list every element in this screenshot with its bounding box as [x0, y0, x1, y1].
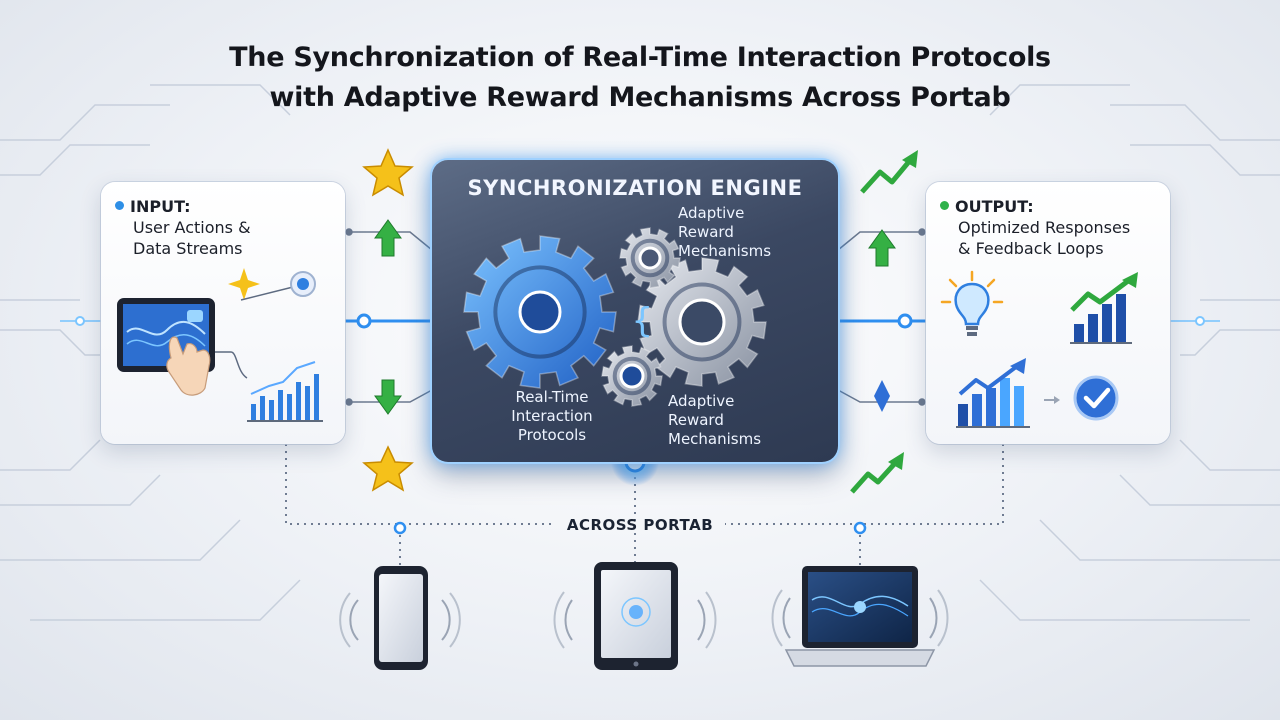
synchronization-engine-panel: SYNCHRONIZATION ENGINE Adaptive Reward M… — [432, 160, 838, 462]
arrow-up-icon-right — [868, 229, 896, 267]
growth-chart-icon — [1070, 272, 1138, 344]
output-label: OUTPUT: — [955, 197, 1034, 216]
small-bottom-gear-icon — [601, 345, 663, 407]
engine-label-bottom-right-line-1: Adaptive — [668, 392, 735, 410]
input-card-header: INPUT: User Actions & Data Streams — [115, 196, 251, 259]
lightbulb-icon — [940, 270, 1004, 336]
checkmark-icon — [1073, 375, 1119, 421]
engine-label-top-right-line-2: Reward — [678, 223, 734, 241]
small-arrow-icon — [1044, 396, 1060, 404]
engine-label-top-right-line-1: Adaptive — [678, 204, 745, 222]
engine-label-bottom-left-line-1: Real-Time — [515, 388, 589, 406]
sync-bracket-icon: { — [632, 301, 652, 341]
sparkle-icon — [228, 268, 260, 300]
input-line-1: User Actions & — [133, 218, 251, 237]
diamond-icon — [874, 380, 890, 412]
input-connectors — [345, 228, 433, 406]
circuit-traces-right — [979, 84, 1280, 621]
small-top-gear-icon — [619, 227, 681, 289]
across-portab-label: ACROSS PORTAB — [566, 516, 714, 534]
engine-title: SYNCHRONIZATION ENGINE — [467, 176, 803, 200]
arrow-up-icon — [374, 219, 402, 257]
engine-label-bottom-left-line-2: Interaction — [511, 407, 593, 425]
node-icon — [240, 271, 316, 301]
trend-arrow-icon-bottom — [850, 452, 904, 494]
title-line-2: with Adaptive Reward Mechanisms Across P… — [269, 82, 1011, 113]
title-line-1: The Synchronization of Real-Time Interac… — [229, 42, 1051, 73]
engine-label-top-right-line-3: Mechanisms — [678, 242, 772, 260]
output-dot-icon — [940, 201, 949, 210]
output-card-header: OUTPUT: Optimized Responses & Feedback L… — [940, 196, 1130, 259]
output-card: OUTPUT: Optimized Responses & Feedback L… — [926, 182, 1170, 444]
input-line-2: Data Streams — [133, 239, 243, 258]
output-line-2: & Feedback Loops — [958, 239, 1104, 258]
tablet-touch-icon — [117, 298, 215, 396]
input-label: INPUT: — [130, 197, 191, 216]
input-card: INPUT: User Actions & Data Streams — [101, 182, 345, 444]
page-title: The Synchronization of Real-Time Interac… — [0, 38, 1280, 118]
big-blue-gear-icon — [463, 235, 617, 389]
grey-gear-icon — [637, 257, 767, 387]
gears-illustration: { — [463, 227, 767, 407]
input-card-illustration — [117, 268, 323, 422]
output-line-1: Optimized Responses — [958, 218, 1131, 237]
card-link-line — [215, 351, 248, 379]
output-card-illustration — [940, 270, 1138, 428]
star-icon-bottom — [362, 445, 414, 492]
arrow-down-icon — [374, 379, 402, 415]
engine-label-bottom-left: Real-Time Interaction Protocols — [482, 388, 622, 445]
device-connector-nodes — [393, 521, 867, 535]
engine-label-bottom-right-line-2: Reward — [668, 411, 724, 429]
tablet-icon — [553, 562, 717, 670]
smartphone-icon — [339, 566, 461, 670]
engine-label-top-right: Adaptive Reward Mechanisms — [678, 204, 818, 261]
input-dot-icon — [115, 201, 124, 210]
chart-bars-icon — [247, 361, 323, 422]
engine-label-bottom-left-line-3: Protocols — [517, 426, 587, 444]
circuit-traces-left — [0, 84, 301, 621]
trend-arrow-icon-top — [860, 150, 918, 194]
star-icon-top — [362, 148, 414, 197]
output-connectors — [837, 228, 926, 406]
laptop-icon — [771, 566, 949, 667]
bar-chart-icon — [956, 358, 1030, 428]
engine-label-bottom-right-line-3: Mechanisms — [668, 430, 762, 448]
engine-label-bottom-right: Adaptive Reward Mechanisms — [668, 392, 808, 449]
